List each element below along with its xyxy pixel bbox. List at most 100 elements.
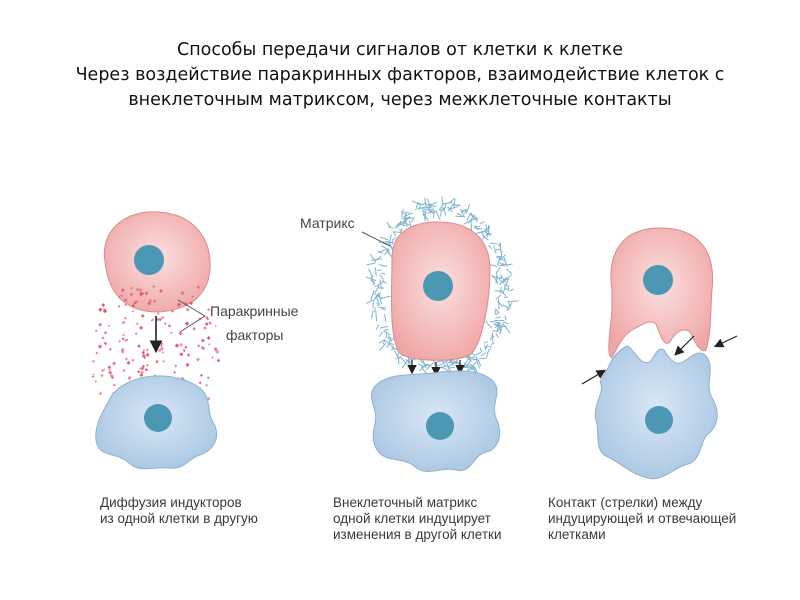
caption-line: из одной клетки в другую — [100, 511, 258, 526]
label-pointer — [179, 315, 206, 333]
paracrine-factor-dot — [124, 357, 128, 361]
matrix-fiber — [390, 345, 395, 349]
matrix-fiber — [388, 236, 392, 247]
caption-contact: Контакт (стрелки) между индуцирующей и о… — [548, 495, 736, 543]
matrix-fiber — [490, 342, 495, 345]
matrix-fiber — [378, 250, 383, 254]
matrix-fiber — [473, 224, 479, 231]
paracrine-factor-dot — [92, 373, 95, 376]
matrix-fiber — [497, 264, 504, 267]
slide-title: Способы передачи сигналов от клетки к кл… — [0, 38, 800, 113]
matrix-fiber — [479, 347, 483, 353]
matrix-fiber — [379, 325, 388, 329]
paracrine-factor-dot — [91, 375, 95, 378]
matrix-fiber — [445, 362, 450, 370]
matrix-fiber — [368, 268, 374, 278]
paracrine-factor-dot — [185, 362, 190, 368]
paracrine-factor-dot — [164, 322, 167, 325]
paracrine-factor-dot — [94, 329, 98, 333]
paracrine-label-1: Паракринные — [210, 303, 299, 319]
matrix-fiber — [489, 335, 495, 340]
matrix-fiber — [493, 245, 497, 254]
paracrine-factor-dot — [137, 370, 141, 374]
matrix-fiber — [470, 220, 473, 231]
paracrine-factor-dot — [195, 357, 200, 362]
matrix-fiber — [450, 206, 458, 210]
matrix-fiber — [475, 352, 482, 356]
paracrine-factor-dot — [137, 344, 141, 348]
caption-line: одной клетки индуцирует — [333, 511, 491, 526]
matrix-fiber — [491, 335, 494, 343]
panel-contact — [581, 227, 738, 480]
matrix-fiber — [501, 263, 507, 266]
matrix-fiber — [435, 363, 443, 367]
paracrine-factor-dot — [127, 375, 132, 381]
matrix-fiber — [475, 356, 479, 365]
matrix-fiber — [498, 298, 500, 310]
matrix-fiber — [435, 211, 441, 221]
paracrine-factor-dot — [206, 336, 211, 340]
caption-matrix: Внеклеточный матрикс одной клетки индуци… — [333, 495, 502, 543]
paracrine-factor-dot — [214, 324, 217, 328]
matrix-fiber — [507, 302, 513, 311]
paracrine-factor-dot — [133, 301, 137, 305]
matrix-fiber — [411, 200, 422, 206]
paracrine-factor-dot — [117, 339, 122, 343]
paracrine-factor-dot — [167, 324, 172, 328]
paracrine-factor-dot — [94, 380, 98, 383]
matrix-fiber — [378, 280, 385, 285]
matrix-fiber — [380, 295, 391, 299]
matrix-fiber — [460, 208, 467, 213]
matrix-fiber — [379, 331, 383, 337]
matrix-fiber — [425, 203, 432, 208]
matrix-fiber — [463, 358, 469, 366]
paracrine-factor-dot — [131, 310, 135, 313]
paracrine-factor-dot — [155, 359, 159, 364]
matrix-fiber — [496, 322, 501, 333]
paracrine-factor-dot — [203, 326, 207, 330]
title-line-3: внеклеточным матриксом, через межклеточн… — [128, 90, 672, 110]
paracrine-factor-dot — [159, 289, 163, 293]
nucleus — [426, 412, 454, 440]
paracrine-factor-dot — [120, 347, 125, 352]
matrix-fiber — [386, 342, 390, 349]
matrix-fiber — [384, 248, 393, 258]
matrix-fiber — [444, 201, 453, 205]
nucleus — [645, 406, 673, 434]
matrix-fiber — [370, 275, 375, 286]
paracrine-factor-dot — [112, 361, 117, 366]
matrix-fiber — [378, 241, 389, 243]
paracrine-factor-dot — [180, 290, 185, 296]
paracrine-factor-dot — [216, 358, 221, 363]
matrix-fiber — [448, 361, 456, 368]
matrix-fiber — [396, 220, 402, 229]
paracrine-factor-dot — [144, 291, 149, 296]
paracrine-factor-dot — [156, 312, 160, 315]
matrix-fiber — [487, 244, 493, 250]
paracrine-factor-dot — [178, 342, 183, 347]
paracrine-factor-dot — [113, 383, 116, 387]
matrix-fiber — [498, 242, 501, 248]
paracrine-factor-dot — [174, 343, 180, 348]
matrix-fiber — [442, 207, 447, 216]
matrix-fiber — [438, 202, 445, 211]
matrix-fiber — [484, 231, 492, 237]
matrix-fiber — [499, 326, 503, 334]
paracrine-factor-dot — [141, 350, 145, 355]
matrix-fiber — [401, 217, 412, 220]
matrix-fiber — [374, 284, 380, 288]
paracrine-factor-dot — [148, 298, 153, 303]
caption-line: Внеклеточный матрикс — [333, 495, 478, 510]
paracrine-factor-dot — [97, 344, 103, 349]
matrix-fiber — [505, 268, 513, 275]
matrix-fiber — [418, 206, 426, 210]
paracrine-label-2: факторы — [226, 327, 283, 343]
paracrine-factor-dot — [200, 338, 205, 343]
paracrine-factor-dot — [123, 316, 127, 320]
matrix-fiber — [370, 290, 375, 301]
matrix-fiber — [398, 222, 407, 227]
paracrine-factor-dot — [200, 345, 204, 349]
matrix-fiber — [410, 216, 416, 223]
matrix-fiber — [499, 277, 507, 285]
paracrine-factor-dot — [174, 364, 178, 368]
